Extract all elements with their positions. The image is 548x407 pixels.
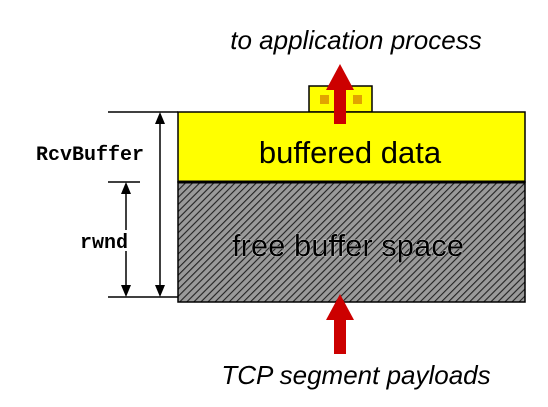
rcvbuffer-label: RcvBuffer (36, 144, 144, 167)
arrow-up-to-application (326, 64, 354, 124)
top-caption: to application process (230, 25, 481, 55)
bottom-caption: TCP segment payloads (221, 360, 490, 390)
free-buffer-label: free buffer space (232, 228, 464, 263)
buffered-data-label: buffered data (259, 135, 442, 170)
buffered-data-region (177, 111, 526, 183)
rwnd-dimension (108, 181, 140, 297)
rcvbuffer-dimension (108, 111, 178, 298)
delivered-segment-marker-left (320, 95, 329, 104)
arrow-up-from-tcp (326, 294, 354, 354)
delivered-segment-marker-right (353, 95, 362, 104)
rwnd-label: rwnd (80, 232, 128, 255)
